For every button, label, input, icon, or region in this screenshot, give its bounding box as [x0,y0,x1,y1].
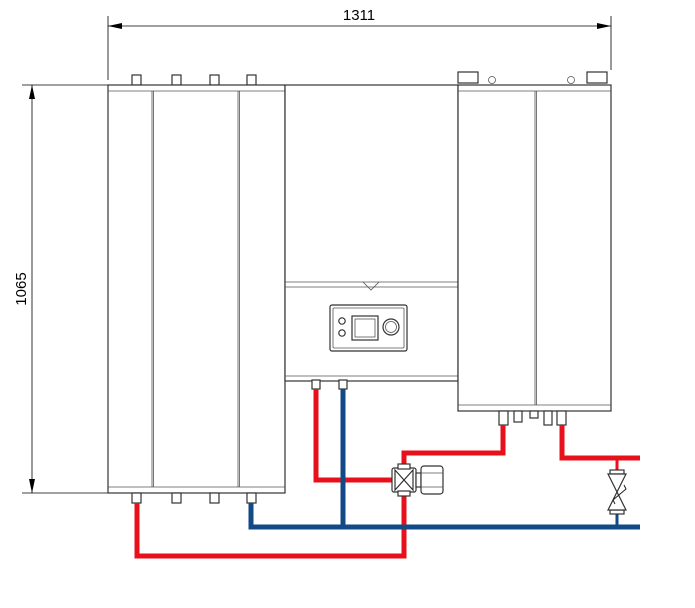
control-button-bottom [338,329,346,337]
control-section [284,84,459,390]
hot-pipe-unit-outlet [559,425,640,461]
hot-pipe-control-to-valve [313,389,392,483]
cold-pipe-return [248,503,640,530]
mixing-valve [391,463,444,497]
bypass-valve [607,456,627,529]
control-button-top [338,317,346,325]
control-dial [382,318,400,336]
width-dimension: 1311 [107,7,612,80]
width-label: 1311 [343,7,375,24]
heat-pump-unit [457,71,612,426]
display-screen [351,315,379,341]
height-dimension: 1065 [13,84,108,494]
control-panel [329,304,408,352]
height-label: 1065 [13,272,30,305]
storage-tank-unit [107,74,286,504]
valve-actuator [415,465,444,495]
cold-water-pipes [248,389,640,530]
hot-pipe-valve-to-unit [401,425,506,466]
